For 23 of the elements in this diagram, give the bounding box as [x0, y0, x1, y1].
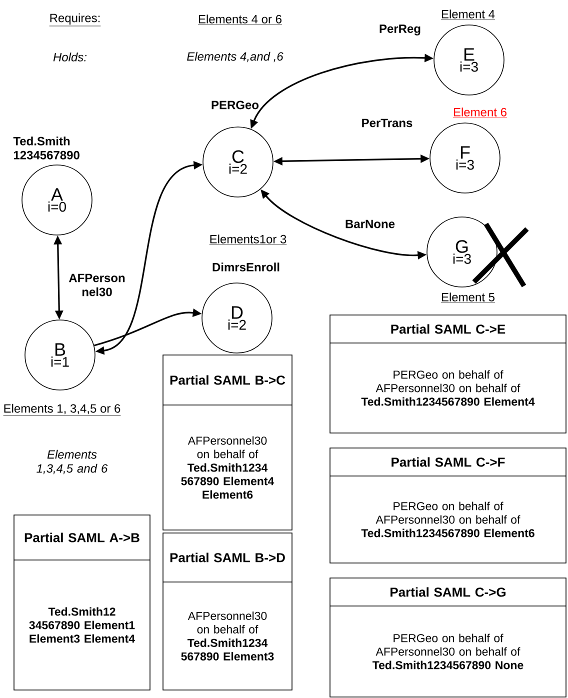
service-name: AFPerson nel30	[68, 274, 125, 296]
service-name: BarNone	[346, 220, 395, 228]
saml-box: Partial SAML C->G PERGeo on behalf of AFPersonnel30 on behalf of Ted.Smith1234567890 None	[330, 578, 566, 698]
requirement-label: Element 4	[440, 10, 496, 20]
service-name: DimrsEnroll	[212, 262, 280, 272]
saml-box: Partial SAML C->F PERGeo on behalf of AFPersonnel30 on behalf of Ted.Smith1234567890 Element6	[330, 448, 566, 564]
saml-box: Partial SAML B->D AFPersonnel30 on behalf of Ted.Smith1234 567890 Element3	[162, 532, 292, 690]
requirement-label: Elements1or 3	[209, 234, 287, 245]
requirement-label: Elements 1, 3,4,5 or 6	[3, 404, 121, 416]
row-label: Holds:	[53, 52, 87, 62]
saml-box: Partial SAML A->B Ted.Smith12 34567890 Element1 Element3 Element4	[14, 514, 150, 690]
requirement-label: Element 6	[452, 108, 508, 118]
service-name: PerReg	[380, 24, 420, 36]
service-name: PERGeo	[212, 100, 259, 110]
requirement-label: Element 5	[440, 292, 496, 303]
saml-box: Partial SAML C->E PERGeo on behalf of AFPersonnel30 on behalf of Ted.Smith1234567890 Element4	[330, 314, 566, 434]
service-name: PerTrans	[362, 118, 412, 128]
saml-box: Partial SAML B->C AFPersonnel30 on behalf of Ted.Smith1234 567890 Element4 Element6	[162, 354, 292, 530]
requirement-label: Elements 4 or 6	[198, 14, 282, 25]
holdings-label: Elements 1,3,4,5 and 6	[36, 450, 108, 474]
heading-label: Requires:	[49, 13, 101, 26]
holdings-label: Elements 4,and ,6	[187, 52, 284, 62]
user-name: Ted.Smith 1234567890	[13, 136, 80, 160]
